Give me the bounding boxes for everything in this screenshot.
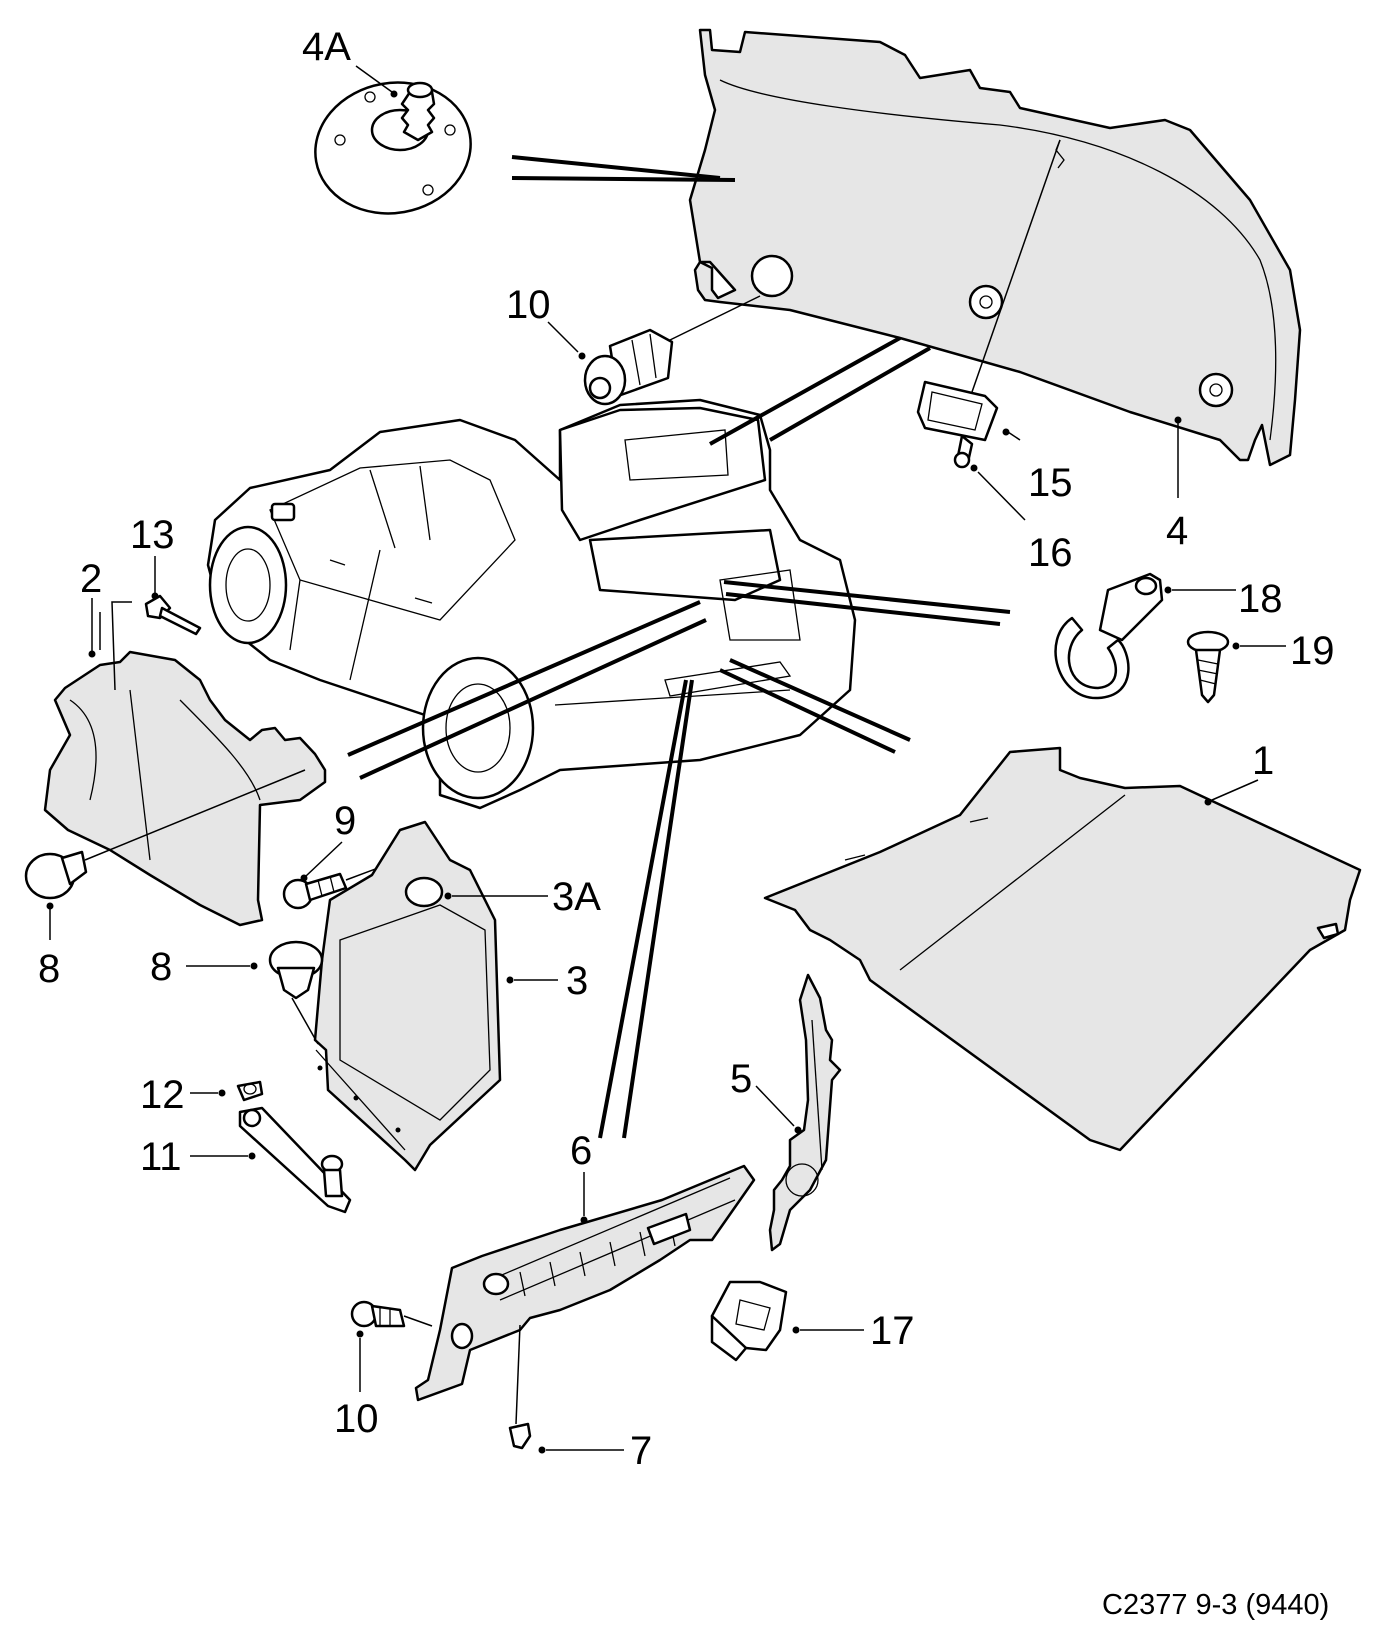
part-10-clip-bottom — [350, 1300, 433, 1328]
part-18-tie-down-ring — [1054, 572, 1164, 700]
part-13-bolt — [144, 594, 202, 636]
label-16: 16 — [1028, 531, 1073, 575]
part-7-clip — [508, 1422, 532, 1450]
label-10-top: 10 — [506, 283, 551, 327]
part-labels: 4A 10 15 16 4 18 19 1 13 2 8 9 3A 3 8 12… — [38, 25, 1335, 1473]
part-4-trunk-lid-panel — [511, 28, 1302, 467]
part-1-floor-mat — [763, 746, 1362, 1152]
label-19: 19 — [1290, 629, 1335, 673]
part-8-push-clip-mid — [268, 940, 324, 1045]
label-3a: 3A — [552, 875, 601, 919]
part-17-cover — [710, 1280, 788, 1362]
label-leaders — [46, 65, 1286, 1454]
label-13: 13 — [130, 513, 175, 557]
label-5: 5 — [730, 1057, 752, 1101]
label-4a: 4A — [302, 25, 351, 69]
label-2: 2 — [80, 557, 102, 601]
label-8-left: 8 — [38, 947, 60, 991]
leader-lines — [347, 336, 1011, 1139]
part-11-bracket — [238, 1106, 352, 1214]
label-7: 7 — [630, 1429, 652, 1473]
part-2-side-trim-left — [43, 601, 327, 927]
label-10-bottom: 10 — [334, 1397, 379, 1441]
label-4: 4 — [1166, 509, 1188, 553]
part-6-sill-panel — [414, 1164, 756, 1425]
label-3: 3 — [566, 959, 588, 1003]
reference-code: C2377 9-3 (9440) — [1102, 1589, 1329, 1621]
label-1: 1 — [1252, 739, 1274, 783]
part-16-screw — [953, 434, 974, 469]
label-17: 17 — [870, 1309, 915, 1353]
part-15-trunk-lamp — [916, 139, 1061, 442]
part-10-clip-top — [583, 295, 761, 406]
part-19-screw — [1186, 630, 1230, 704]
label-6: 6 — [570, 1129, 592, 1173]
label-9: 9 — [334, 799, 356, 843]
label-11: 11 — [140, 1135, 182, 1179]
label-18: 18 — [1238, 577, 1283, 621]
part-5-corner-trim — [768, 973, 842, 1252]
label-8-mid: 8 — [150, 945, 172, 989]
part-8-push-clip-left — [24, 850, 88, 900]
label-12: 12 — [140, 1073, 185, 1117]
label-15: 15 — [1028, 461, 1073, 505]
part-3-side-trim — [313, 820, 502, 1172]
part-12-nut — [236, 1080, 264, 1102]
